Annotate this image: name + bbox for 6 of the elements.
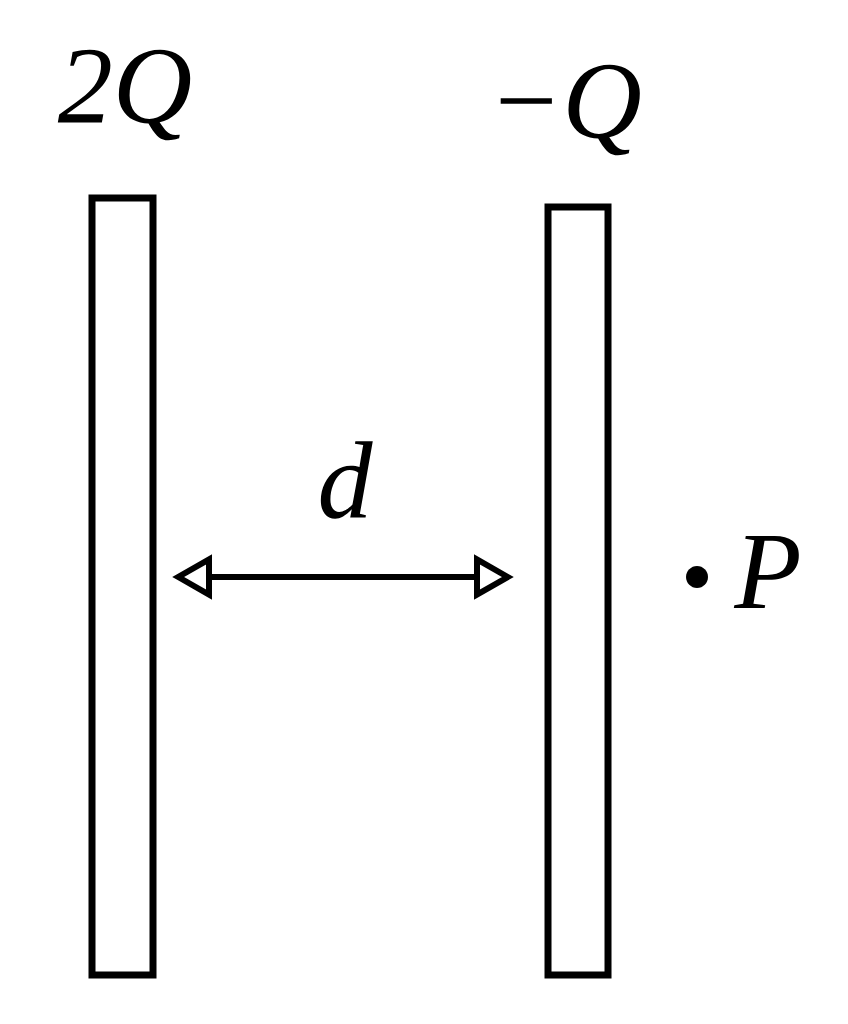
plate: 2Q — [57, 49, 191, 979]
point-label: P — [733, 536, 799, 608]
dim-label: d — [320, 441, 373, 519]
plate: −Q — [500, 64, 640, 979]
node-label: 2Q — [57, 49, 191, 141]
node-label: −Q — [500, 64, 640, 156]
